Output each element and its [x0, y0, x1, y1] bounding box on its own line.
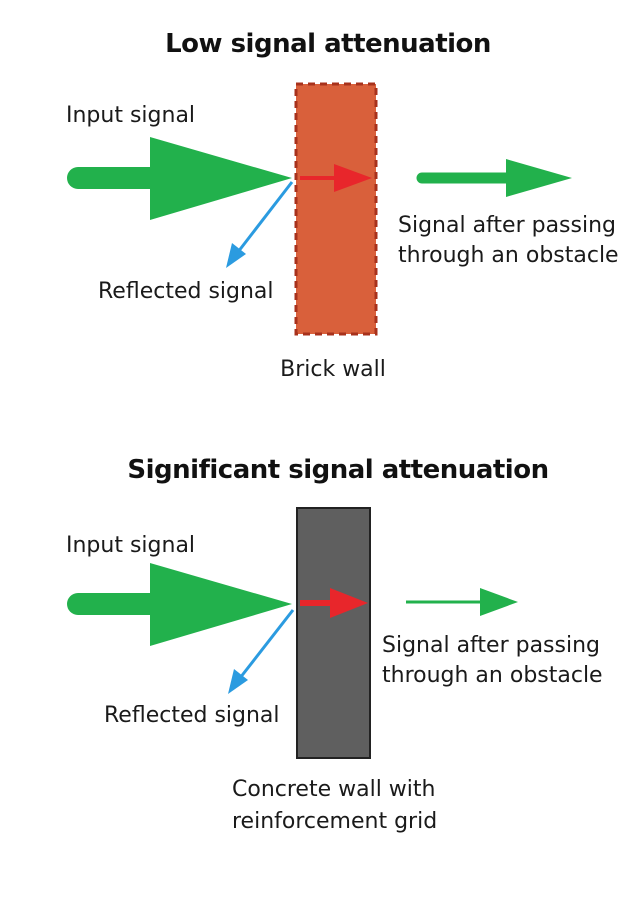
panel-title: Significant signal attenuation: [127, 455, 548, 485]
brick-wall: [294, 82, 378, 336]
output-signal-arrow: [416, 159, 572, 197]
input-signal-label: Input signal: [66, 103, 195, 128]
wall-label-line1: Concrete wall with: [232, 777, 435, 802]
reflected-signal-label: Reflected signal: [98, 279, 274, 304]
input-signal-arrow: [67, 137, 292, 220]
output-signal-label-line2: through an obstacle: [398, 243, 619, 268]
reflected-signal-label: Reflected signal: [104, 703, 280, 728]
input-signal-arrow: [67, 563, 292, 646]
panel-low-attenuation: Low signal attenuation Input signal Refl…: [66, 29, 619, 382]
wall-label-line1: Brick wall: [280, 357, 386, 382]
transmitted-signal-arrow: [300, 164, 372, 192]
input-signal-label: Input signal: [66, 533, 195, 558]
reflected-signal-arrow: [226, 181, 294, 268]
output-signal-label-line1: Signal after passing: [382, 633, 600, 658]
transmitted-signal-arrow: [300, 588, 368, 618]
output-signal-arrow: [406, 588, 518, 616]
wall-label-line2: reinforcement grid: [232, 809, 437, 834]
concrete-wall: [296, 507, 371, 759]
reflected-signal-arrow: [228, 609, 295, 694]
output-signal-label-line1: Signal after passing: [398, 213, 616, 238]
panel-title: Low signal attenuation: [165, 29, 491, 59]
output-signal-label-line2: through an obstacle: [382, 663, 603, 688]
panel-significant-attenuation: Significant signal attenuation Input sig…: [66, 455, 603, 834]
